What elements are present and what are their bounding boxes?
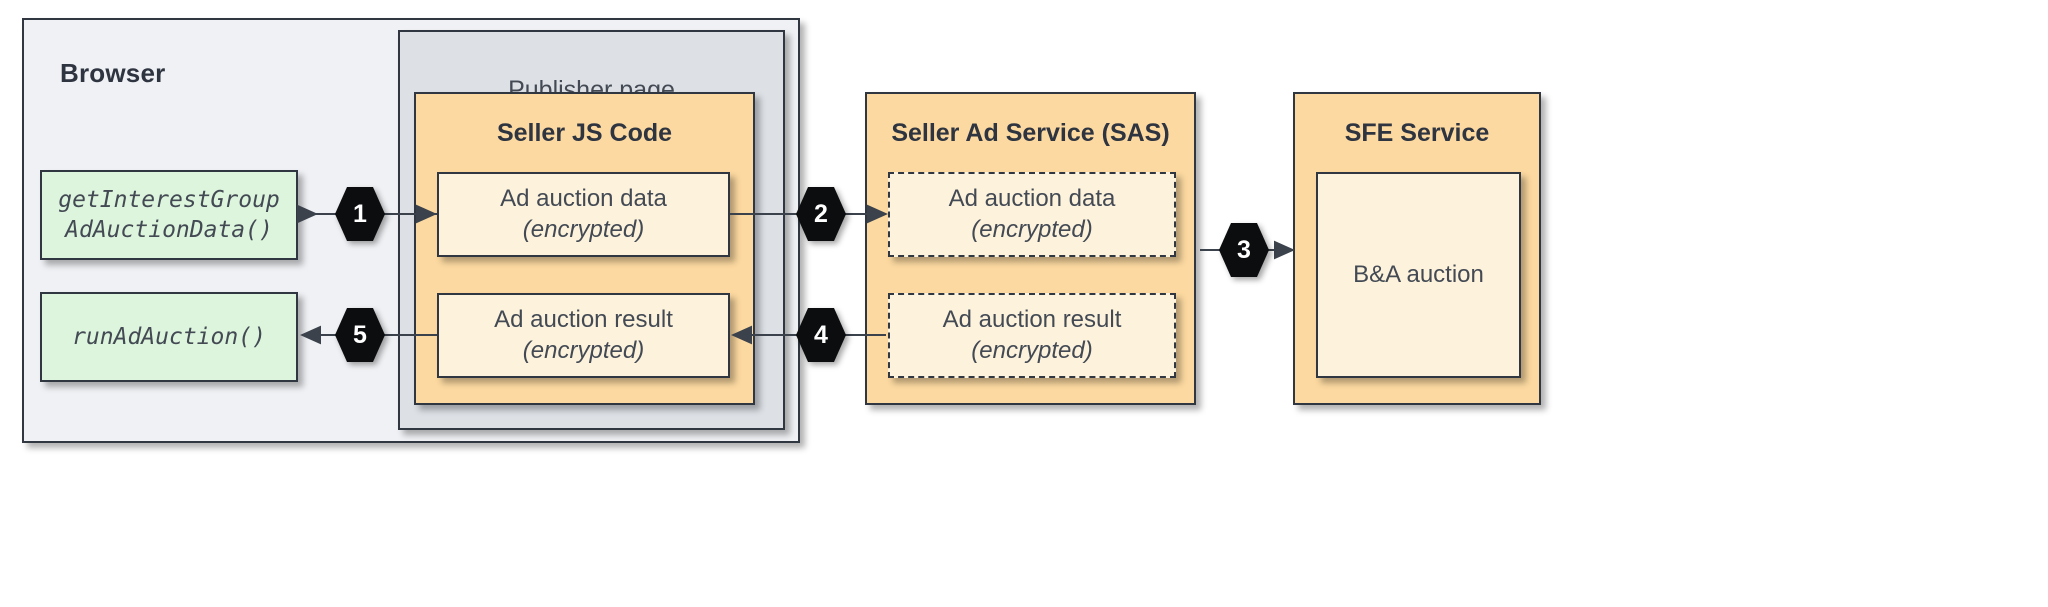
seller-ad-service-label: Seller Ad Service (SAS) [891, 119, 1170, 147]
api-box-run-ad-auction[interactable]: runAdAuction() [40, 292, 298, 382]
sfe-card-b-and-a-auction[interactable]: B&A auction [1316, 172, 1521, 378]
step-badge-3[interactable]: 3 [1218, 221, 1270, 279]
seller-js-card-ad-auction-data[interactable]: Ad auction data (encrypted) [437, 172, 730, 257]
card-subtitle: (encrypted) [971, 215, 1093, 243]
sfe-service-label: SFE Service [1344, 119, 1490, 147]
card-subtitle: (encrypted) [522, 336, 645, 364]
seller-js-card-ad-auction-result[interactable]: Ad auction result (encrypted) [437, 293, 730, 378]
step-badge-5-label: 5 [353, 320, 367, 349]
step-badge-4[interactable]: 4 [795, 306, 847, 364]
browser-label: Browser [60, 58, 166, 88]
card-title: Ad auction result [942, 305, 1122, 333]
card-subtitle: (encrypted) [971, 336, 1093, 364]
sas-card-ad-auction-data[interactable]: Ad auction data (encrypted) [888, 172, 1176, 257]
step-badge-2-label: 2 [814, 199, 828, 228]
card-title: Ad auction result [494, 305, 673, 333]
card-title: Ad auction data [500, 184, 667, 212]
step-badge-1-label: 1 [353, 199, 367, 228]
sas-card-ad-auction-result[interactable]: Ad auction result (encrypted) [888, 293, 1176, 378]
step-badge-4-label: 4 [814, 320, 828, 349]
api-box-get-interest-group-ad-auction-data[interactable]: getInterestGroup AdAuctionData() [40, 170, 298, 260]
step-badge-1[interactable]: 1 [334, 185, 386, 243]
step-badge-3-label: 3 [1237, 235, 1251, 264]
step-badge-5[interactable]: 5 [334, 306, 386, 364]
card-title: Ad auction data [948, 184, 1116, 212]
card-subtitle: (encrypted) [522, 215, 645, 243]
step-badge-2[interactable]: 2 [795, 185, 847, 243]
seller-js-code-label: Seller JS Code [496, 119, 673, 147]
